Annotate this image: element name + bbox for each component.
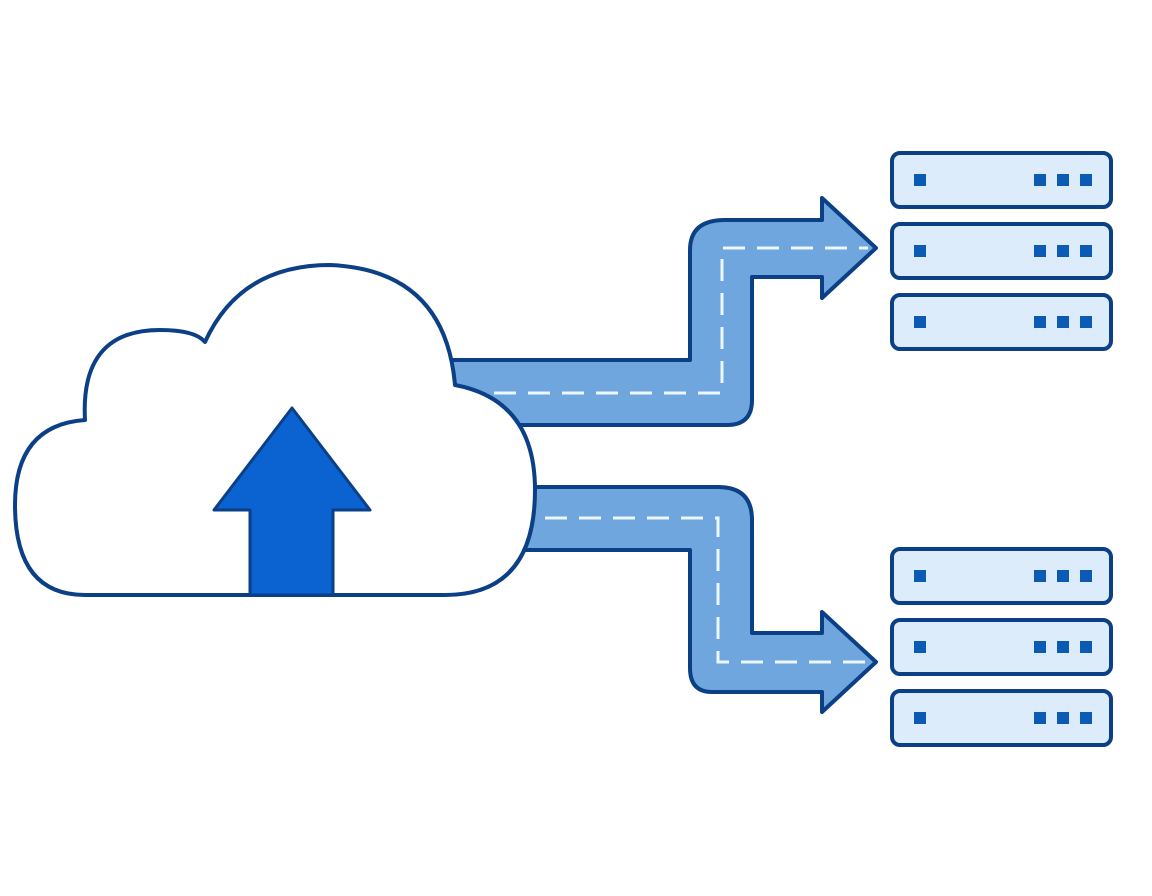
flow-arrow-top-dash	[460, 246, 868, 395]
server-indicator-dot	[1080, 245, 1092, 257]
flow-arrow-top-body	[438, 196, 878, 427]
flow-arrow-icon	[438, 196, 878, 427]
server-unit-body	[890, 293, 1113, 351]
server-status-led	[914, 641, 926, 653]
server-status-led	[914, 712, 926, 724]
server-indicator-dot	[1057, 245, 1069, 257]
server-indicator-dot	[1034, 174, 1046, 186]
flow-arrow-bottom-body	[498, 485, 878, 714]
server-unit	[890, 689, 1113, 747]
server-indicator-dot	[1034, 245, 1046, 257]
server-indicator-dot	[1034, 712, 1046, 724]
server-stack-icon	[890, 547, 1113, 747]
server-indicator-dot	[1080, 316, 1092, 328]
server-unit-body	[890, 689, 1113, 747]
server-unit-body	[890, 618, 1113, 676]
server-indicator-dot	[1080, 570, 1092, 582]
flow-arrow-bottom-dash	[545, 516, 868, 664]
server-status-led	[914, 174, 926, 186]
server-indicator-dot	[1034, 570, 1046, 582]
server-indicator-dot	[1034, 316, 1046, 328]
server-indicator-dot	[1057, 641, 1069, 653]
server-unit	[890, 293, 1113, 351]
server-indicator-dot	[1080, 174, 1092, 186]
server-indicator-dot	[1057, 174, 1069, 186]
server-stack-icon	[890, 151, 1113, 351]
server-indicator-dot	[1057, 712, 1069, 724]
server-unit	[890, 151, 1113, 209]
flow-arrow-icon	[498, 485, 878, 714]
server-indicator-dot	[1080, 712, 1092, 724]
server-unit-body	[890, 547, 1113, 605]
server-unit-body	[890, 151, 1113, 209]
server-indicator-dot	[1057, 570, 1069, 582]
server-status-led	[914, 316, 926, 328]
server-status-led	[914, 245, 926, 257]
server-indicator-dot	[1057, 316, 1069, 328]
server-stacks	[890, 151, 1113, 747]
server-indicator-dot	[1034, 641, 1046, 653]
server-unit	[890, 547, 1113, 605]
server-status-led	[914, 570, 926, 582]
upload-arrow-shape	[212, 406, 372, 597]
server-unit	[890, 222, 1113, 280]
server-indicator-dot	[1080, 641, 1092, 653]
server-unit	[890, 618, 1113, 676]
upload-arrow-icon	[212, 406, 372, 597]
server-unit-body	[890, 222, 1113, 280]
